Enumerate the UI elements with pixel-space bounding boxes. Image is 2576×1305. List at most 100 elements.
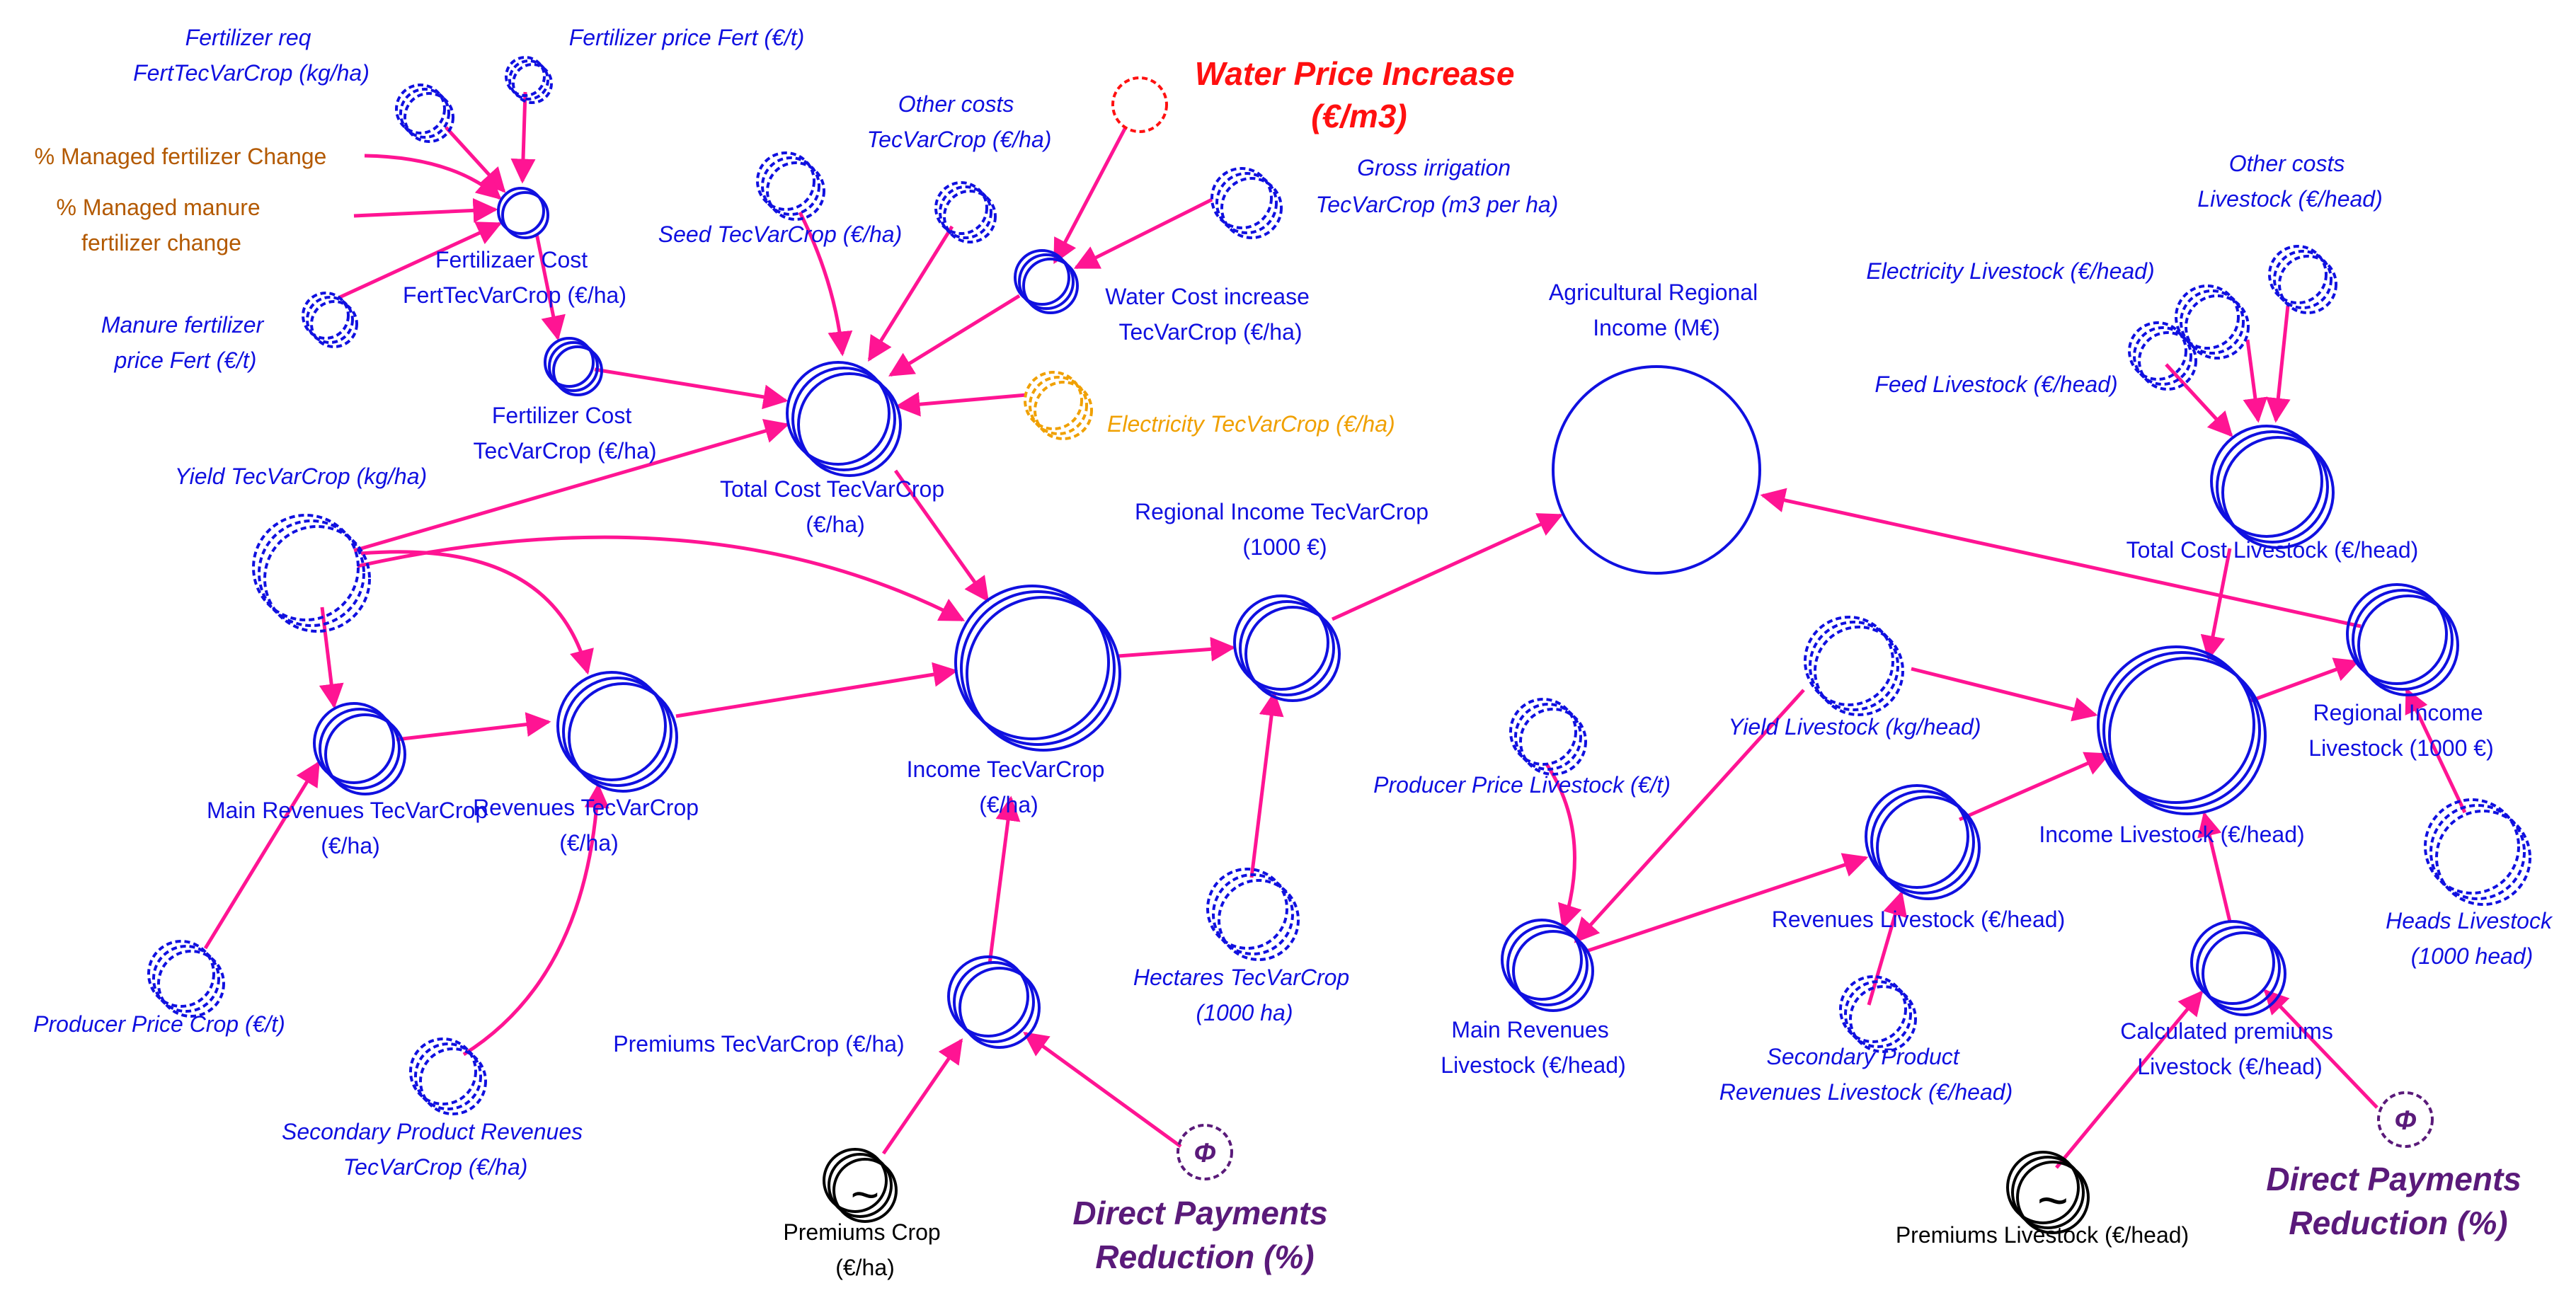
link-totalcostlive-incomelive: [2200, 548, 2232, 661]
node-hectares-tec[interactable]: [1206, 868, 1300, 961]
label-fertilizer-cost-fert: Fertilizaer Cost FertTecVarCrop (€/ha): [403, 247, 626, 308]
link-secondary-revenues: [462, 783, 609, 1057]
link-dplive-calcpremiums: [2263, 989, 2378, 1109]
node-electricity-live[interactable]: [2175, 284, 2250, 360]
label-water-price: Water Price Increase (€/m3): [1195, 55, 1524, 134]
nodes: [147, 56, 2531, 1234]
link-producerprice-mainrev: [203, 761, 321, 950]
link-othercosts-totalcost: [867, 225, 954, 362]
label-yield-tec: Yield TecVarCrop (kg/ha): [175, 464, 427, 489]
link-mainrevlive-revlive: [1584, 853, 1869, 954]
label-fertilizer-req: Fertilizer req FertTecVarCrop (kg/ha): [133, 25, 370, 86]
link-premiumscrop-premiums: [881, 1038, 963, 1155]
label-electricity-tec: Electricity TecVarCrop (€/ha): [1107, 411, 1395, 437]
node-other-costs-live[interactable]: [2268, 245, 2337, 314]
link-hectares-regionaltec: [1249, 691, 1284, 878]
node-regional-income-tec[interactable]: [1233, 594, 1341, 702]
label-water-cost: Water Cost increase TecVarCrop (€/ha): [1105, 284, 1316, 345]
node-total-cost-tec[interactable]: [786, 361, 902, 477]
label-producer-price-crop: Producer Price Crop (€/t): [33, 1011, 285, 1037]
link-income-regionaltec: [1118, 636, 1236, 662]
node-income-tec[interactable]: [954, 585, 1121, 752]
label-other-costs-live: Other costs Livestock (€/head): [2197, 151, 2382, 212]
node-other-costs-tec[interactable]: [934, 181, 997, 243]
node-dp-live[interactable]: Φ: [2377, 1091, 2434, 1148]
label-heads-live: Heads Livestock (1000 head): [2386, 908, 2558, 969]
label-total-cost-live: Total Cost Livestock (€/head): [2126, 537, 2419, 563]
link-yield-revenues: [360, 550, 594, 675]
node-revenues-tec[interactable]: [556, 671, 678, 793]
node-fertilizer-price[interactable]: [505, 56, 553, 104]
node-producer-price-crop[interactable]: [147, 940, 225, 1018]
label-agricultural-regional-income: Agricultural Regional Income (M€): [1549, 280, 1764, 340]
link-secondarylive-revlive: [1867, 890, 1907, 1006]
link-premiums-income: [988, 795, 1021, 965]
node-heads-live[interactable]: [2424, 798, 2531, 906]
label-feed-live: Feed Livestock (€/head): [1874, 372, 2117, 397]
label-calculated-premiums-live: Calculated premiums Livestock (€/head): [2120, 1018, 2339, 1079]
link-mainrev-revenues: [396, 712, 551, 742]
node-regional-income-live[interactable]: [2346, 583, 2459, 696]
node-fertilizer-cost-tec[interactable]: [544, 337, 603, 396]
node-gross-irrigation[interactable]: [1210, 167, 1283, 239]
label-main-revenues-tec: Main Revenues TecVarCrop (€/ha): [207, 798, 494, 858]
node-fertilizer-req[interactable]: [395, 84, 454, 143]
node-premiums-tec[interactable]: [947, 955, 1041, 1049]
link-otherlive-totalcostlive: [2265, 305, 2291, 423]
label-fertilizer-cost-tec: Fertilizer Cost TecVarCrop (€/ha): [473, 403, 656, 464]
label-dp-crop: Direct Payments Reduction (%): [1072, 1195, 1336, 1275]
link-yieldlive-mainrevlive: [1574, 689, 1805, 943]
link-managedmanure-fertcost: [353, 197, 498, 223]
link-manureprice-fertcost: [338, 222, 503, 299]
node-secondary-rev-tec[interactable]: [409, 1037, 487, 1115]
node-income-live[interactable]: [2097, 645, 2267, 815]
link-regionaltec-agri: [1331, 513, 1564, 621]
node-yield-live[interactable]: [1804, 616, 1904, 716]
node-total-cost-live[interactable]: [2210, 425, 2335, 549]
label-premiums-live: Premiums Livestock (€/head): [1896, 1222, 2189, 1248]
node-premiums-crop[interactable]: [823, 1148, 898, 1223]
label-regional-income-tec: Regional Income TecVarCrop (1000 €): [1135, 499, 1435, 560]
link-electricitylive-totalcostlive: [2243, 339, 2268, 423]
node-fertilizer-cost-fert[interactable]: [497, 187, 549, 239]
node-secondary-rev-live[interactable]: [1839, 975, 1917, 1053]
link-regionallive-agri: [1760, 488, 2362, 628]
node-producer-price-live[interactable]: [1509, 698, 1587, 776]
node-electricity-tec[interactable]: [1024, 371, 1093, 440]
link-totalcost-income: [893, 469, 990, 602]
node-premiums-live[interactable]: [2006, 1151, 2090, 1234]
label-main-revenues-live: Main Revenues Livestock (€/head): [1441, 1017, 1625, 1078]
link-feed-totalcostlive: [2165, 363, 2233, 437]
node-water-price[interactable]: [1111, 76, 1168, 133]
node-revenues-live[interactable]: [1865, 784, 1981, 900]
link-fertcostfert-fertcosttec: [534, 233, 566, 341]
link-revlive-incomelive: [1958, 752, 2111, 822]
node-agricultural-regional-income[interactable]: [1552, 365, 1761, 575]
label-yield-live: Yield Livestock (kg/head): [1729, 714, 1981, 740]
label-income-tec: Income TecVarCrop (€/ha): [907, 757, 1111, 817]
node-main-revenues-tec[interactable]: [313, 702, 406, 795]
label-seed-tec: Seed TecVarCrop (€/ha): [658, 222, 902, 247]
link-revenues-income: [675, 662, 958, 718]
node-dp-crop[interactable]: Φ: [1177, 1124, 1233, 1180]
links: [203, 91, 2467, 1169]
label-gross-irrigation: Gross irrigation TecVarCrop (m3 per ha): [1316, 155, 1559, 217]
link-irrigation-watercost: [1073, 197, 1213, 270]
label-revenues-live: Revenues Livestock (€/head): [1772, 907, 2065, 932]
sine-icon: ~: [851, 1167, 880, 1222]
link-yield-totalcost: [353, 418, 790, 553]
node-main-revenues-live[interactable]: [1501, 919, 1594, 1012]
node-seed-tec[interactable]: [756, 151, 825, 221]
label-premiums-crop: Premiums Crop (€/ha): [783, 1219, 946, 1280]
node-yield-tec[interactable]: [252, 514, 371, 633]
label-manure-price: Manure fertilizer price Fert (€/t): [101, 312, 270, 373]
link-fertprice-fertcost: [510, 91, 536, 184]
link-premiumslive-calcpremiums: [2055, 990, 2204, 1169]
node-feed-live[interactable]: [2128, 321, 2197, 391]
node-calculated-premiums-live[interactable]: [2190, 920, 2286, 1016]
link-incomelive-regionallive: [2250, 657, 2360, 703]
node-water-cost[interactable]: [1014, 249, 1079, 314]
link-yieldlive-incomelive: [1911, 667, 2098, 722]
node-manure-price[interactable]: [302, 292, 358, 348]
phi-icon: Φ: [1193, 1139, 1215, 1168]
